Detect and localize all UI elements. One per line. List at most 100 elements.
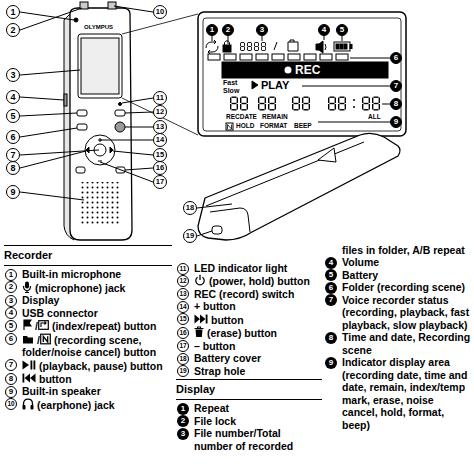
- rule-line: [4, 245, 172, 246]
- callout-number: 4: [6, 90, 20, 104]
- filled-callout-number: 6: [325, 282, 337, 294]
- item-text: Volume: [342, 256, 379, 268]
- item-text: Voice recorder status (recording, playba…: [342, 294, 469, 331]
- play-pause-icon: [22, 359, 36, 371]
- callout-number: 12: [153, 105, 167, 119]
- filled-callout-number: 2: [177, 415, 189, 427]
- item-text: Battery: [342, 269, 378, 281]
- callout-number: 5: [6, 109, 20, 123]
- callout-number: 18: [177, 353, 189, 365]
- item-text: File number/Total number of recorded: [194, 427, 293, 451]
- item-text: Repeat: [194, 402, 229, 414]
- callout-number: 17: [177, 340, 189, 352]
- filled-callout-number: 5: [336, 24, 348, 36]
- callout-number: 2: [5, 281, 17, 293]
- text-column: files in folder, A/B repeat4Volume5Batte…: [324, 244, 472, 431]
- callout-number: 7: [5, 359, 17, 371]
- list-item: 6/(recording scene, folder/noise cancel)…: [4, 333, 172, 359]
- filled-callout-number: 7: [390, 80, 402, 92]
- item-text: Display: [22, 294, 59, 306]
- callout-number: 13: [153, 120, 167, 134]
- text-column: 11LED indicator light12(power, hold) but…: [176, 262, 322, 452]
- list-item: 16 (erase) button: [176, 326, 322, 339]
- filled-callout-number: 3: [177, 428, 189, 440]
- list-item: files in folder, A/B repeat: [324, 244, 472, 256]
- callout-number: 11: [153, 91, 167, 105]
- display-text: HOLD: [236, 123, 254, 130]
- item-text: Battery cover: [194, 352, 261, 364]
- list-item: 2 File lock: [176, 415, 322, 427]
- callout-number: 16: [153, 161, 167, 175]
- item-text: USB connector: [22, 307, 98, 319]
- callout-number: 9: [5, 386, 17, 398]
- item-text: REC (record) switch: [194, 288, 294, 300]
- callout-number: 2: [6, 23, 20, 37]
- callout-number: 16: [177, 327, 189, 339]
- filled-callout-number: 7: [325, 294, 337, 306]
- folder-icon: [22, 333, 34, 345]
- index-icon: [22, 319, 32, 331]
- item-text: (earphone) jack: [37, 399, 115, 411]
- list-item: 15button: [176, 313, 322, 326]
- callout-number: 17: [153, 175, 167, 189]
- filled-callout-number: 6: [390, 52, 402, 64]
- item-text: (erase) button: [207, 327, 277, 339]
- filled-callout-number: 8: [390, 98, 402, 110]
- display-text: Fast: [223, 79, 237, 86]
- display-text: REMAIN: [262, 114, 288, 121]
- item-text: + button: [194, 300, 236, 312]
- list-item: 17– button: [176, 340, 322, 352]
- filled-callout-number: 4: [325, 257, 337, 269]
- item-text: button: [39, 373, 72, 385]
- list-item: 1 Repeat: [176, 402, 322, 414]
- callout-number: 5: [5, 320, 17, 332]
- list-item: 1Built-in microphone: [4, 268, 172, 280]
- list-item: 5/(index/repeat) button: [4, 319, 172, 332]
- filled-callout-number: 1: [177, 403, 189, 415]
- power-icon: [194, 274, 206, 286]
- item-text: (index/repeat) button: [52, 320, 156, 332]
- item-text: File lock: [194, 415, 236, 427]
- brand-name: OLYMPUS: [84, 24, 113, 30]
- item-text: Built-in speaker: [22, 385, 101, 397]
- list-item: 18 Battery cover: [176, 352, 322, 364]
- callout-number: 9: [6, 185, 20, 199]
- filled-callout-number: 4: [318, 24, 330, 36]
- filled-callout-number: 2: [222, 24, 234, 36]
- list-item: 4USB connector: [4, 307, 172, 319]
- item-text: Strap hole: [194, 365, 245, 377]
- text-column: Recorder1Built-in microphone2(microphone…: [4, 243, 172, 411]
- list-item: 7 Voice recorder status (recording, playb…: [324, 294, 472, 331]
- callout-number: 10: [153, 5, 167, 19]
- callout-number: 14: [153, 133, 167, 147]
- filled-callout-number: 8: [325, 332, 337, 344]
- callout-number: 18: [183, 201, 197, 215]
- rule-line: [176, 399, 322, 400]
- callout-number: 1: [6, 5, 20, 19]
- callout-number: 15: [177, 313, 189, 325]
- filled-callout-number: 1: [206, 24, 218, 36]
- list-item: 4 Volume: [324, 256, 472, 268]
- list-item: 13 REC (record) switch: [176, 288, 322, 300]
- display-text: ALL: [368, 114, 381, 121]
- list-item: 11LED indicator light: [176, 262, 322, 274]
- display-text: BEEP: [294, 123, 312, 130]
- filled-callout-number: 9: [390, 116, 402, 128]
- repeat-icon: [38, 319, 49, 331]
- rewind-icon: [22, 372, 36, 384]
- callout-number: 8: [6, 161, 20, 175]
- filled-callout-number: 9: [325, 357, 337, 369]
- callout-number: 8: [5, 373, 17, 385]
- list-item: 14+ button: [176, 300, 322, 312]
- item-text: (microphone) jack: [35, 282, 125, 294]
- list-item: 10(earphone) jack: [4, 398, 172, 411]
- callout-number: 7: [6, 148, 20, 162]
- noise-cancel-icon: [40, 333, 51, 345]
- display-text: FORMAT: [260, 123, 287, 130]
- callout-number: 13: [177, 288, 189, 300]
- callout-number: 11: [177, 263, 189, 275]
- callout-number: 15: [153, 148, 167, 162]
- list-item: 19Strap hole: [176, 365, 322, 377]
- erase-icon: [194, 326, 204, 338]
